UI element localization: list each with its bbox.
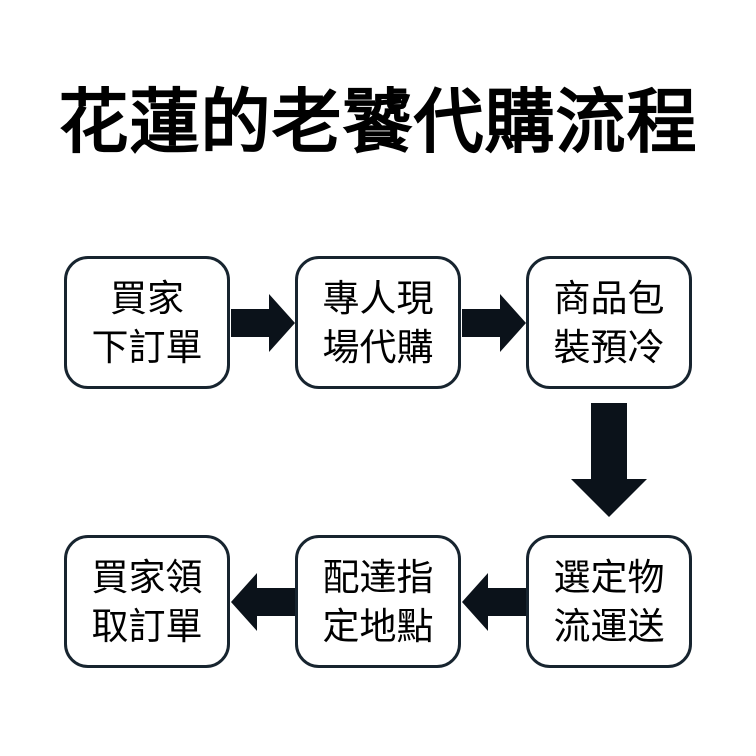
flow-step-buyer-order: 買家 下訂單 [64,256,230,389]
flow-step-label-line: 場代購 [322,326,434,368]
flow-step-label-line: 專人現 [322,277,434,319]
flow-step-label-line: 下訂單 [91,326,203,368]
arrow-right-icon [462,294,526,352]
flow-step-choose-logistics: 選定物 流運送 [526,535,692,668]
flow-step-label-line: 買家 [110,277,184,319]
flow-step-label-line: 商品包 [553,277,665,319]
arrow-down-icon [571,403,647,517]
flow-step-deliver-location: 配達指 定地點 [295,535,461,668]
flow-step-label-line: 流運送 [553,605,665,647]
flow-step-label-line: 定地點 [322,605,434,647]
flow-step-pack-precool: 商品包 裝預冷 [526,256,692,389]
flow-step-label-line: 選定物 [553,556,665,598]
flow-step-buyer-pickup: 買家領 取訂單 [64,535,230,668]
flow-step-onsite-purchase: 專人現 場代購 [295,256,461,389]
arrow-right-icon [231,294,295,352]
flow-step-label-line: 買家領 [91,556,203,598]
page-title: 花蓮的老饕代購流程 [58,83,698,161]
flow-step-label-line: 裝預冷 [553,326,665,368]
flow-step-label-line: 取訂單 [91,605,203,647]
arrow-left-icon [231,573,295,631]
arrow-left-icon [462,573,526,631]
flow-step-label-line: 配達指 [322,556,434,598]
